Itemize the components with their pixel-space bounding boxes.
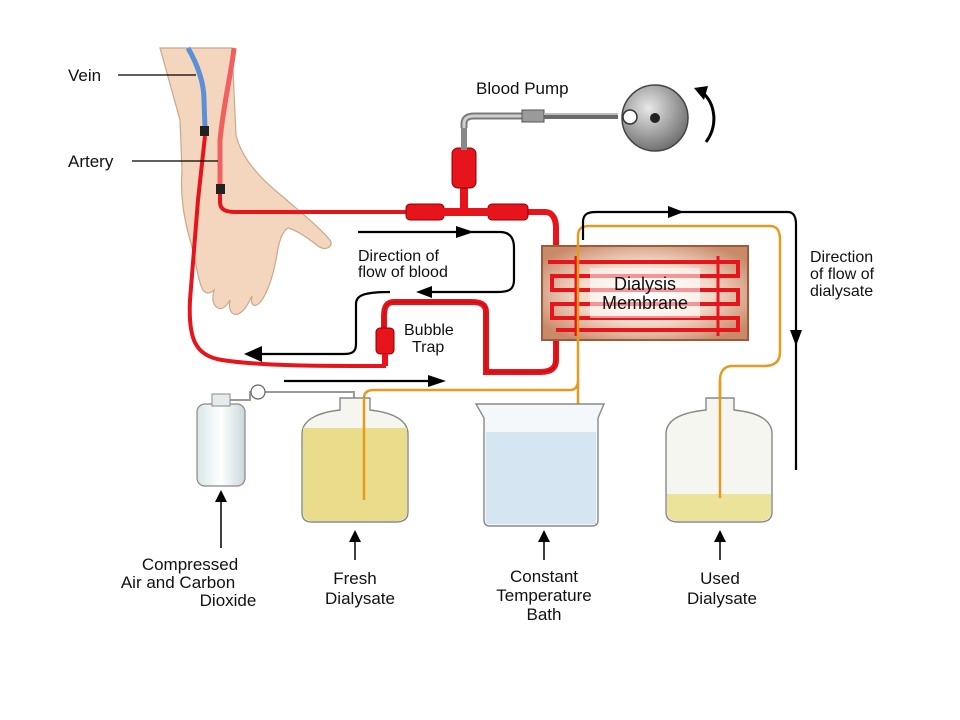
to-membrane-tube — [486, 209, 559, 265]
bath-label-2: Temperature — [496, 586, 591, 605]
bubble-trap-label-1: Bubble — [404, 322, 454, 339]
dialysate-direction-label-2: of flow of — [810, 266, 875, 283]
fresh-label-1: Fresh — [333, 569, 376, 588]
compressed-label-1: Compressed — [142, 555, 238, 574]
fresh-dialysate-bottle — [301, 397, 409, 523]
membrane-label-2: Membrane — [602, 293, 688, 313]
bottom-label-arrows — [220, 500, 721, 560]
vein-connector — [200, 126, 209, 136]
blood-direction-arrow-upper — [358, 230, 516, 294]
blood-direction-label-1: Direction of — [358, 248, 439, 265]
bubble-trap-label-2: Trap — [412, 339, 444, 356]
constant-temperature-bath — [474, 403, 606, 527]
compressed-label-2: Air and Carbon — [121, 573, 235, 592]
vein-label: Vein — [68, 66, 101, 85]
pump-tube — [460, 112, 524, 128]
used-label-2: Dialysate — [687, 589, 757, 608]
arm-illustration — [159, 47, 332, 315]
to-bubble-trap-tube — [381, 299, 559, 375]
compressed-label-3: Dioxide — [200, 591, 257, 610]
hand-icon — [159, 47, 332, 315]
blood-pump-label: Blood Pump — [476, 79, 569, 98]
blood-direction-arrow-lower — [262, 290, 391, 356]
junction-connector-left — [405, 203, 445, 221]
bubble-trap-icon — [375, 327, 395, 355]
dialysate-direction-label-1: Direction — [810, 249, 873, 266]
gas-cylinder-icon — [196, 384, 355, 487]
artery-connector — [216, 184, 225, 194]
fresh-label-2: Dialysate — [325, 589, 395, 608]
artery-tube — [217, 47, 237, 186]
bath-label-1: Constant — [510, 567, 578, 586]
pump-chamber — [451, 147, 477, 189]
dialysate-direction-label-3: dialysate — [810, 283, 873, 300]
bath-label-3: Bath — [527, 605, 562, 624]
used-label-1: Used — [700, 569, 740, 588]
membrane-label-1: Dialysis — [614, 274, 676, 294]
blood-direction-label-2: flow of blood — [358, 264, 448, 281]
vein-tube — [185, 46, 208, 129]
dialysate-flow-path — [581, 210, 798, 470]
venous-return-tube — [187, 135, 386, 368]
junction-connector-right — [487, 203, 529, 221]
arterial-line-tube — [218, 194, 410, 214]
membrane-coils — [548, 256, 740, 336]
artery-label: Artery — [68, 152, 114, 171]
